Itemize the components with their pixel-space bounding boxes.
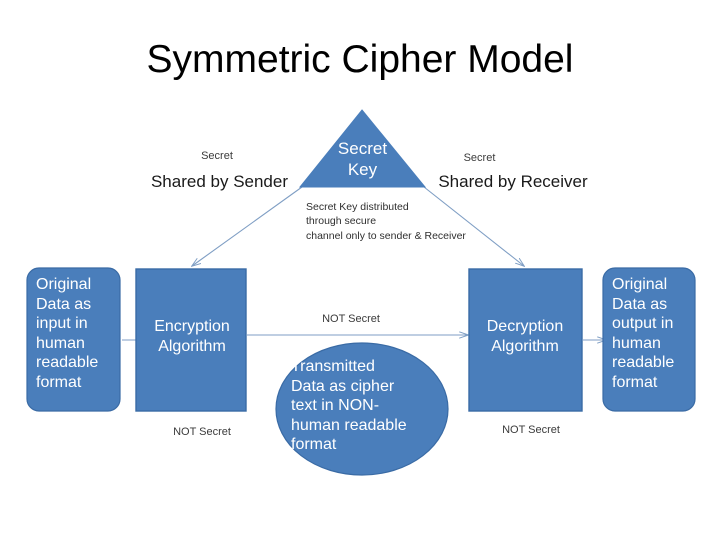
cipher-text-line-1: Transmitted	[291, 358, 375, 375]
output-data-line-6: format	[612, 373, 658, 391]
not-secret-encryption-label: NOT Secret	[173, 426, 231, 438]
cipher-text-ellipse	[275, 342, 449, 476]
input-data-label: Original Data as input in human readable…	[36, 275, 116, 392]
key-distribution-note: Secret Key distributed through secure ch…	[306, 200, 506, 243]
cipher-text-line-4: human readable	[291, 416, 407, 434]
cipher-text-line-3: text in NON-	[291, 397, 380, 415]
secret-left-caption: Secret	[201, 150, 233, 162]
secret-key-line-2: Key	[347, 159, 378, 179]
key-distribution-note-line-1: Secret Key distributed	[306, 201, 409, 213]
connector-key-to-decryption	[423, 186, 524, 266]
output-data-line-5: readable	[612, 354, 675, 372]
output-data-line-3: output in	[612, 315, 674, 333]
output-data-box	[602, 267, 696, 412]
input-data-line-1: Original	[36, 276, 92, 293]
key-distribution-note-line-3: channel only to sender & Receiver	[306, 229, 466, 242]
key-distribution-note-line-2: through secure	[306, 215, 377, 228]
secret-right-caption: Secret	[463, 152, 496, 164]
cipher-text-label: Transmitted Data as cipher text in NON- …	[291, 357, 415, 455]
cipher-text-line-2: Data as cipher	[291, 377, 395, 395]
encryption-label: Encryption Algorithm	[140, 317, 244, 356]
decryption-label: Decryption Algorithm	[472, 317, 578, 356]
input-data-line-3: input in	[36, 315, 88, 333]
encryption-box	[135, 268, 247, 412]
input-data-line-5: readable	[36, 354, 99, 372]
cipher-text-line-5: format	[291, 436, 337, 454]
not-secret-channel-label: NOT Secret	[322, 313, 380, 325]
input-data-line-2: Data as	[36, 295, 92, 313]
page-title: Symmetric Cipher Model	[146, 38, 574, 81]
input-data-box	[26, 267, 121, 412]
decryption-line-2: Algorithm	[491, 337, 559, 355]
shared-by-receiver-label: Shared by Receiver	[438, 172, 588, 191]
not-secret-decryption-label: NOT Secret	[502, 424, 560, 436]
encryption-line-1: Encryption	[154, 318, 230, 335]
shared-by-sender-label: Shared by Sender	[150, 172, 289, 191]
output-data-line-2: Data as	[612, 295, 668, 313]
input-data-line-6: format	[36, 373, 82, 391]
decryption-line-1: Decryption	[486, 318, 564, 335]
encryption-line-2: Algorithm	[158, 337, 226, 355]
output-data-line-1: Original	[612, 276, 668, 293]
output-data-line-4: human	[612, 334, 661, 352]
decryption-box	[468, 268, 583, 412]
input-data-line-4: human	[36, 334, 85, 352]
output-data-label: Original Data as output in human readabl…	[612, 275, 694, 392]
secret-key-line-1: Secret	[337, 139, 388, 158]
connector-key-to-encryption	[192, 186, 303, 266]
secret-key-label: Secret Key	[310, 139, 415, 180]
secret-key-triangle	[298, 109, 427, 188]
